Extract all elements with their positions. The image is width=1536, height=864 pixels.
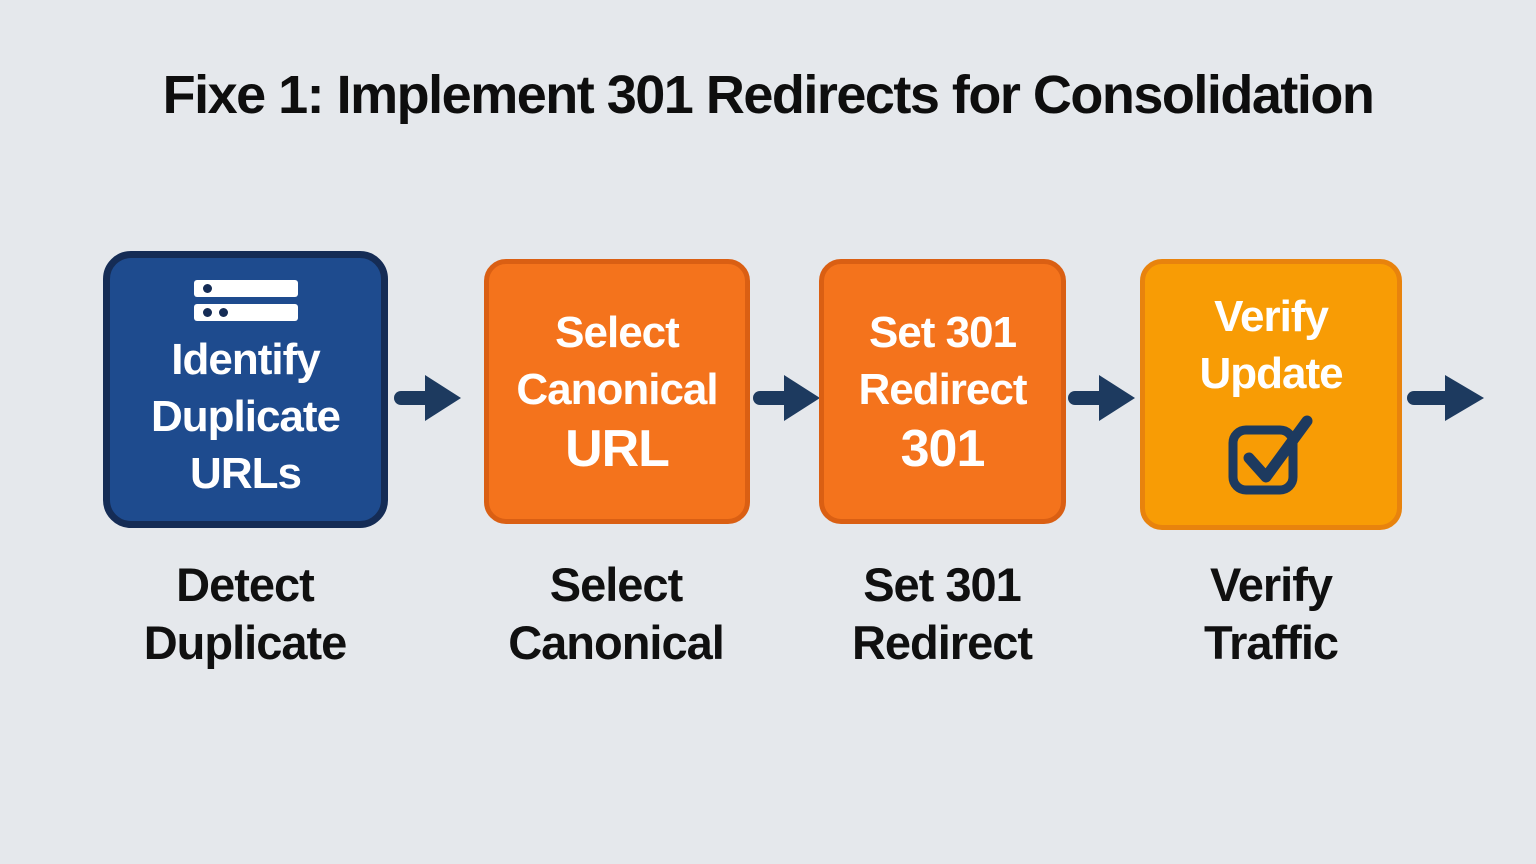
step-label-line: Canonical xyxy=(516,364,718,414)
step-label-line: Verify xyxy=(1214,292,1329,341)
caption-line: Select xyxy=(549,558,683,611)
server-stack-icon xyxy=(193,279,298,321)
step-label-line: Select xyxy=(555,307,680,357)
server-bar xyxy=(193,279,298,297)
checkbox-checked-icon xyxy=(1221,408,1321,501)
arrow-right-icon xyxy=(1068,366,1140,435)
step-label-line: Set 301 xyxy=(868,307,1017,357)
step-caption-select-canonical: Select Canonical xyxy=(466,556,766,672)
step-caption-verify-traffic: Verify Traffic xyxy=(1121,556,1421,672)
step-box-set-301-redirect: Set 301 Redirect 301 xyxy=(819,259,1066,524)
arrow-right-icon xyxy=(1406,366,1490,435)
step-label-line: Identify xyxy=(171,334,320,384)
step-label-line: 301 xyxy=(900,419,986,478)
arrow-right-icon xyxy=(394,366,466,435)
caption-line: Verify xyxy=(1209,558,1333,611)
page-title: Fixe 1: Implement 301 Redirects for Cons… xyxy=(162,65,1375,125)
step-label-line: Update xyxy=(1199,349,1343,398)
server-bar xyxy=(193,303,298,321)
step-box-verify-update: Verify Update xyxy=(1140,259,1402,530)
server-dot xyxy=(218,307,228,317)
server-dot xyxy=(202,307,212,317)
step-label-line: URL xyxy=(565,419,670,478)
step-label-line: Redirect xyxy=(858,364,1027,414)
step-box-identify-duplicate-urls: Identify Duplicate URLs xyxy=(103,251,388,528)
caption-line: Traffic xyxy=(1203,616,1339,669)
step-caption-detect-duplicate: Detect Duplicate xyxy=(95,556,395,672)
caption-line: Detect xyxy=(176,558,315,611)
step-box-select-canonical-url: Select Canonical URL xyxy=(484,259,750,524)
step-caption-set-301-redirect: Set 301 Redirect xyxy=(792,556,1092,672)
caption-line: Duplicate xyxy=(143,616,348,669)
server-dot xyxy=(202,283,212,293)
caption-line: Canonical xyxy=(508,616,725,669)
arrow-right-icon xyxy=(753,366,825,435)
caption-line: Set 301 xyxy=(863,558,1022,611)
step-label-line: Duplicate xyxy=(150,391,341,441)
step-label-line: URLs xyxy=(190,448,302,498)
caption-line: Redirect xyxy=(851,616,1033,669)
